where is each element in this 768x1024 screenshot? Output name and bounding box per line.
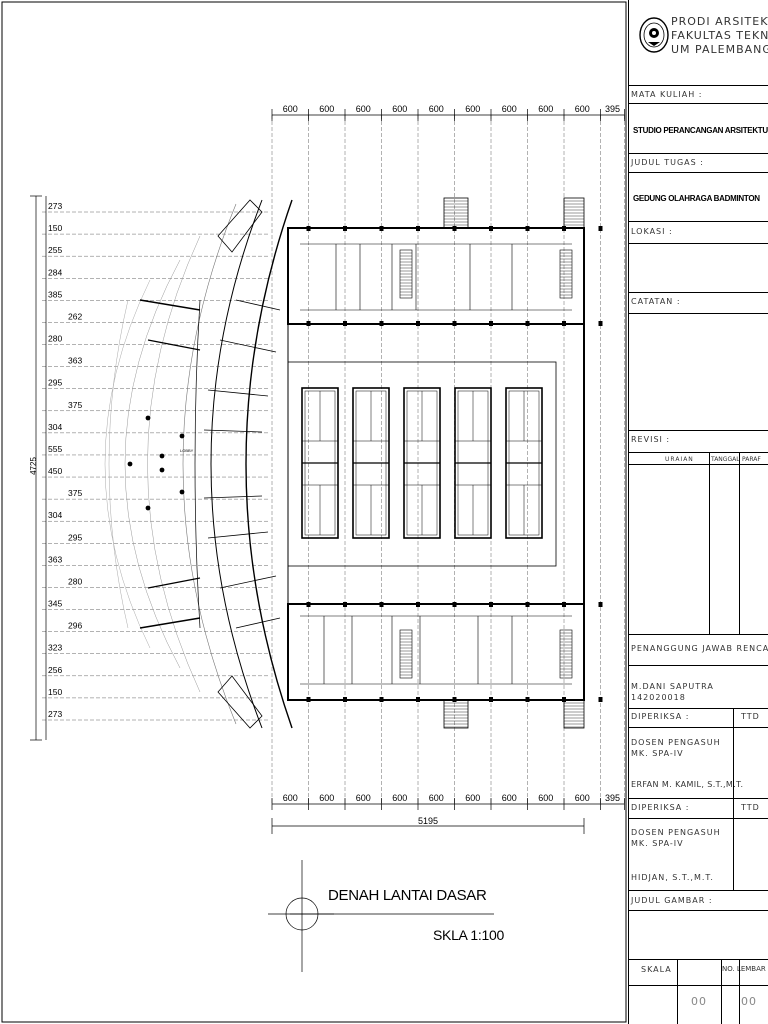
ttd-label-1: TTD (741, 712, 760, 721)
catatan-label: CATATAN : (631, 297, 681, 306)
north-symbol (268, 860, 334, 972)
revisi-label: REVISI : (631, 435, 671, 444)
dosen-name-2: HIDJAN, S.T.,M.T. (631, 873, 714, 882)
top-dimension-chain: 600 600 600 600 600 600 600 600 600 395 (271, 104, 625, 121)
lembar-value-2: 00 (741, 995, 757, 1008)
title-block: PRODI ARSITEKTUR FAKULTAS TEKNIK UM PALE… (628, 0, 768, 1024)
dim-label: 600 (283, 793, 298, 803)
dim-label: 304 (48, 422, 62, 432)
dim-label: 150 (48, 687, 62, 697)
no-lembar-label: NO. LEMBAR (722, 965, 766, 973)
revisi-col-paraf: PARAF (742, 456, 761, 463)
dim-label: 323 (48, 643, 62, 653)
skala-label: SKALA (641, 965, 672, 974)
dim-label: 600 (465, 793, 480, 803)
dim-label: 555 (48, 444, 62, 454)
judul-tugas-value: GEDUNG OLAHRAGA BADMINTON (633, 194, 760, 203)
revisi-col-tanggal: TANGGAL (711, 456, 740, 463)
revisi-col-uraian: URAIAN (665, 456, 694, 463)
dim-label: 385 (48, 289, 62, 299)
total-width-dim: 5195 (418, 816, 438, 826)
diperiksa-label-2: DIPERIKSA : (631, 803, 690, 812)
institution-line-1: PRODI ARSITEKTUR (671, 15, 768, 28)
dim-label: 600 (392, 793, 407, 803)
judul-tugas-label: JUDUL TUGAS : (631, 158, 704, 167)
dim-label: 600 (356, 104, 371, 114)
dim-label: 280 (68, 576, 82, 586)
dim-label: 600 (575, 793, 590, 803)
ttd-label-2: TTD (741, 803, 760, 812)
dim-label: 600 (538, 793, 553, 803)
dim-label: 395 (605, 104, 620, 114)
dosen-name-1: ERFAN M. KAMIL, S.T.,M.T. (631, 780, 744, 789)
dim-label: 363 (48, 554, 62, 564)
dim-label: 450 (48, 466, 62, 476)
dim-label: 600 (392, 104, 407, 114)
lobby-label: LOBBY (180, 448, 194, 453)
dosen-label-2: DOSEN PENGASUH (631, 828, 721, 837)
lembar-value-1: 00 (691, 995, 707, 1008)
dim-label: 375 (68, 400, 82, 410)
drawing-scale: SKLA 1:100 (433, 927, 504, 943)
penanggung-jawab-label: PENANGGUNG JAWAB RENCANA : (631, 644, 768, 653)
student-id: 142020018 (631, 693, 686, 702)
mata-kuliah-label: MATA KULIAH : (631, 90, 703, 99)
university-logo (639, 17, 669, 53)
student-name: M.DANI SAPUTRA (631, 682, 714, 691)
dim-label: 600 (429, 793, 444, 803)
dim-label: 150 (48, 223, 62, 233)
dim-label: 600 (356, 793, 371, 803)
judul-gambar-label: JUDUL GAMBAR : (631, 896, 713, 905)
dim-label: 295 (48, 378, 62, 388)
total-height-dim: 4725 (29, 457, 38, 475)
diperiksa-label-1: DIPERIKSA : (631, 712, 690, 721)
dim-label: 255 (48, 245, 62, 255)
dim-label: 256 (48, 665, 62, 675)
dim-label: 296 (68, 621, 82, 631)
dim-label: 395 (605, 793, 620, 803)
dosen-course-1: MK. SPA-IV (631, 749, 684, 758)
dim-label: 280 (48, 334, 62, 344)
dim-label: 295 (68, 532, 82, 542)
institution-line-3: UM PALEMBANG (671, 43, 768, 56)
dim-label: 273 (48, 201, 62, 211)
dosen-label-1: DOSEN PENGASUH (631, 738, 721, 747)
lokasi-label: LOKASI : (631, 227, 673, 236)
institution-line-2: FAKULTAS TEKNIK (671, 29, 768, 42)
dim-label: 600 (502, 793, 517, 803)
dim-label: 600 (319, 104, 334, 114)
left-dimension-chain: 273 150 255 284 385 262 280 363 295 375 304 555 450 3… (45, 196, 82, 740)
dim-label: 600 (538, 104, 553, 114)
dim-label: 600 (319, 793, 334, 803)
mata-kuliah-value: STUDIO PERANCANGAN ARSITEKTUR IV (633, 126, 768, 135)
dim-label: 273 (48, 709, 62, 719)
bottom-dimension-chain: 600 600 600 600 600 600 600 600 600 395 (271, 793, 625, 810)
dim-label: 600 (283, 104, 298, 114)
dim-label: 375 (68, 488, 82, 498)
dosen-course-2: MK. SPA-IV (631, 839, 684, 848)
dim-label: 345 (48, 599, 62, 609)
dim-label: 304 (48, 510, 62, 520)
dim-label: 600 (465, 104, 480, 114)
drawing-title: DENAH LANTAI DASAR (328, 887, 487, 904)
dim-label: 600 (429, 104, 444, 114)
dim-label: 600 (502, 104, 517, 114)
dim-label: 600 (575, 104, 590, 114)
dim-label: 284 (48, 267, 62, 277)
dim-label: 363 (68, 356, 82, 366)
dim-label: 262 (68, 311, 82, 321)
